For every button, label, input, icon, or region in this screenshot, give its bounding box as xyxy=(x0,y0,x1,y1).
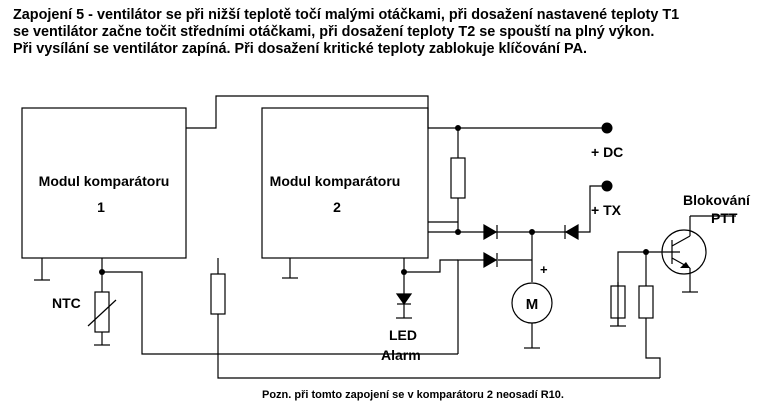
description: Zapojení 5 - ventilátor se při nižší tep… xyxy=(13,7,679,58)
block-label-2: PTT xyxy=(711,210,738,226)
diode-aux xyxy=(483,251,498,269)
module-2-name: Modul komparátoru xyxy=(270,173,401,189)
description-line-3: Při vysílání se ventilátor zapíná. Při d… xyxy=(13,41,587,57)
transistor-emitter-arrow xyxy=(680,262,690,268)
ntc-thermistor xyxy=(94,291,110,333)
junction-dot xyxy=(401,269,407,275)
junction-dot xyxy=(529,229,535,235)
terminal-dc xyxy=(601,122,613,134)
module-1-number: 1 xyxy=(97,199,105,215)
comparator-module-1 xyxy=(21,107,187,259)
dc-label: + DC xyxy=(591,144,623,160)
junction-dot xyxy=(455,229,461,235)
comparator-module-2 xyxy=(261,107,429,259)
module-1-name: Modul komparátoru xyxy=(39,173,170,189)
note: Pozn. při tomto zapojení se v komparátor… xyxy=(262,389,564,401)
led-label-2: Alarm xyxy=(381,347,421,363)
resistor-dc xyxy=(450,157,466,199)
module-2-number: 2 xyxy=(333,199,341,215)
junction-dot xyxy=(455,125,461,131)
block-label-1: Blokování xyxy=(683,192,751,208)
motor-plus: + xyxy=(540,262,548,277)
description-line-1: Zapojení 5 - ventilátor se při nižší tep… xyxy=(13,7,680,23)
diode-main xyxy=(483,223,498,241)
junction-dot xyxy=(99,269,105,275)
led-label-1: LED xyxy=(389,327,417,343)
transistor xyxy=(661,229,707,275)
ntc-label: NTC xyxy=(52,295,81,311)
tx-label: + TX xyxy=(591,202,622,218)
motor-label: M xyxy=(526,296,539,313)
junction-dot xyxy=(643,249,649,255)
diode-tx xyxy=(564,223,579,241)
resistor-pulldown xyxy=(638,285,654,319)
led-alarm xyxy=(395,293,413,306)
resistor-link xyxy=(210,273,226,315)
description-line-2: se ventilátor začne točit středními otáč… xyxy=(13,24,655,40)
terminal-tx xyxy=(601,180,613,192)
